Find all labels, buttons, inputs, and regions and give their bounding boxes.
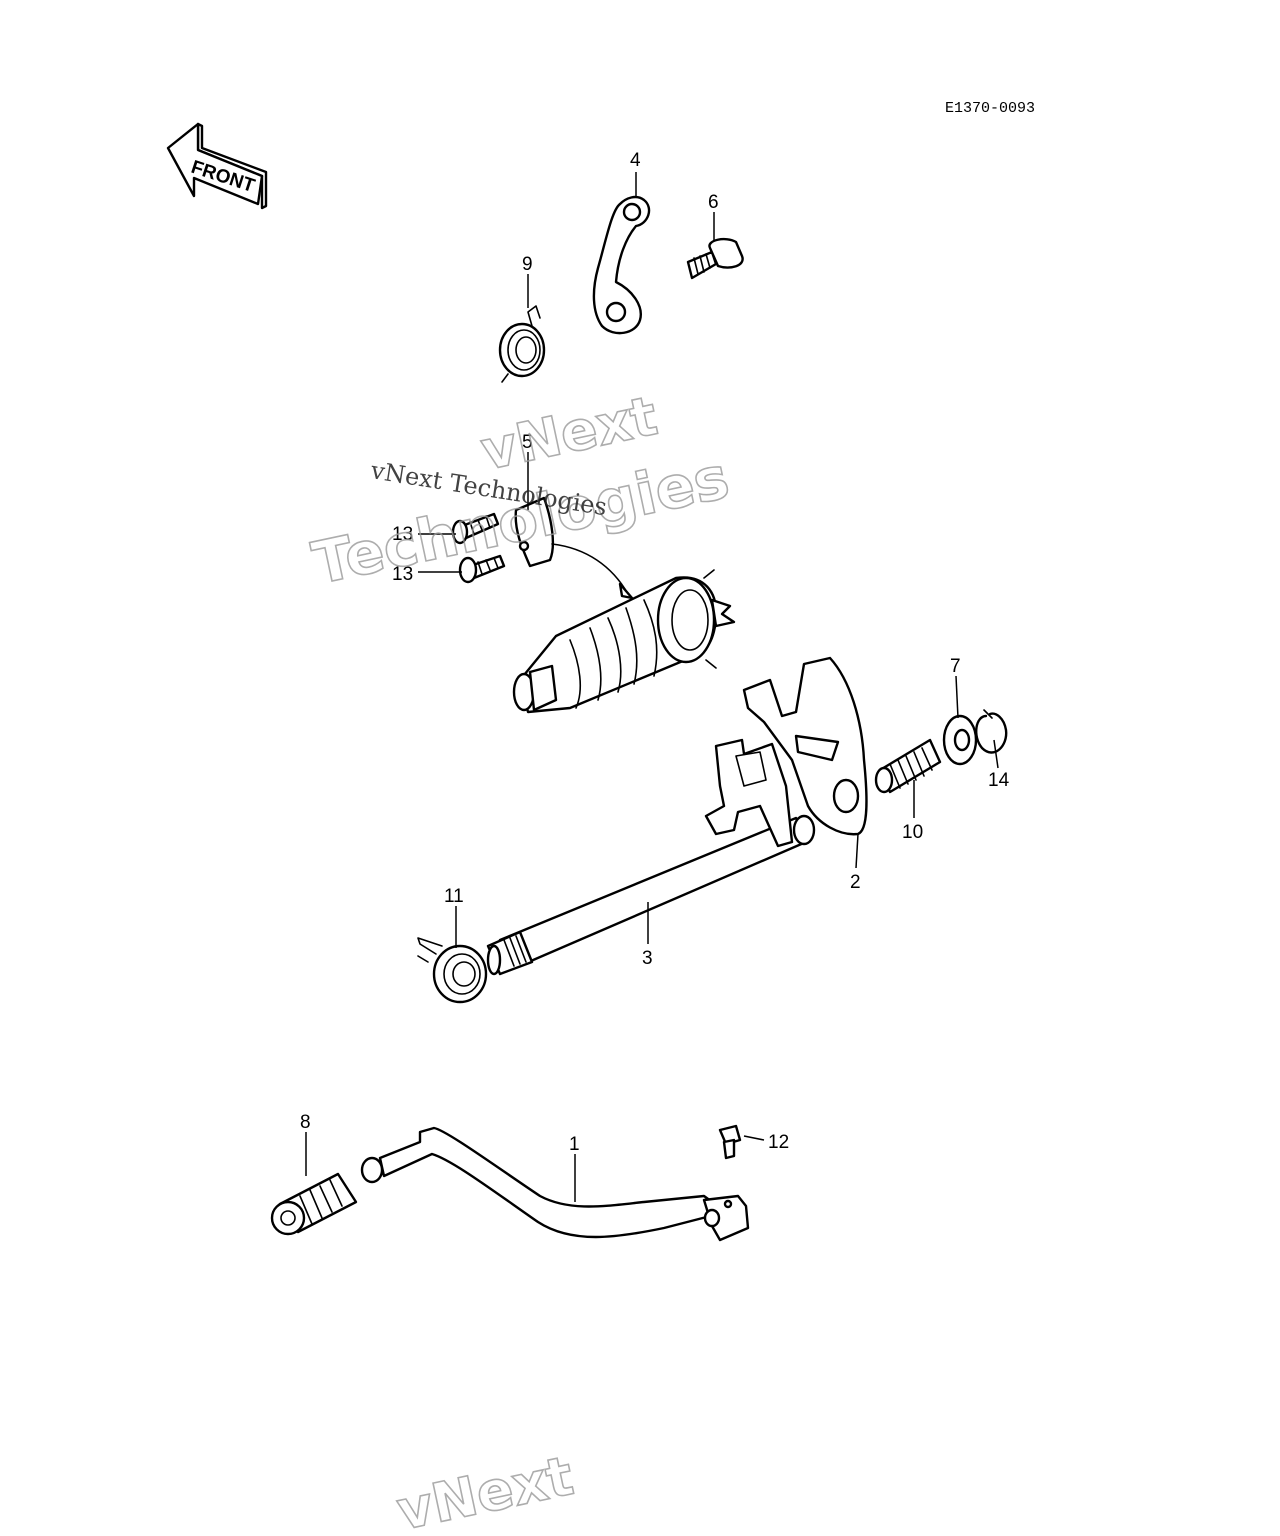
bolt-part-12 — [718, 1124, 742, 1160]
leader-lines — [305, 172, 999, 1202]
watermark-bottom: vNext — [392, 1444, 579, 1536]
bolt-part-6 — [686, 237, 744, 280]
callout-12: 12 — [768, 1132, 789, 1153]
washer-part-7 — [942, 714, 978, 766]
circlip-part-14 — [975, 709, 1008, 754]
callout-11: 11 — [444, 886, 464, 907]
rubber-part-8 — [270, 1172, 358, 1236]
shift-plate-part-2 — [742, 656, 868, 836]
callout-4: 4 — [630, 150, 641, 171]
callout-9: 9 — [522, 254, 533, 275]
callout-6: 6 — [708, 192, 719, 213]
diagram-code: E1370-0093 — [945, 100, 1035, 117]
callout-8: 8 — [300, 1112, 311, 1133]
stopper-plate-part-5 — [514, 496, 634, 600]
callout-13-lower: 13 — [392, 564, 413, 585]
callout-14: 14 — [988, 770, 1010, 791]
shift-pedal-part-1 — [360, 1126, 750, 1242]
callout-1: 1 — [569, 1134, 580, 1155]
callout-5: 5 — [522, 432, 533, 453]
shift-drum-part — [512, 569, 736, 714]
shift-shaft-part-3 — [486, 738, 816, 976]
callout-7: 7 — [950, 656, 961, 677]
spring-part-9 — [498, 305, 546, 383]
front-arrow-icon: FRONT — [166, 122, 268, 210]
spring-part-10 — [874, 738, 942, 794]
shift-arm-part — [592, 195, 651, 335]
screw-part-13-a — [451, 512, 500, 545]
callout-3: 3 — [642, 948, 653, 969]
callout-10: 10 — [902, 822, 923, 843]
screw-part-13-b — [458, 554, 506, 584]
callout-13-upper: 13 — [392, 524, 413, 545]
callout-2: 2 — [850, 872, 861, 893]
spring-part-11 — [417, 937, 488, 1004]
